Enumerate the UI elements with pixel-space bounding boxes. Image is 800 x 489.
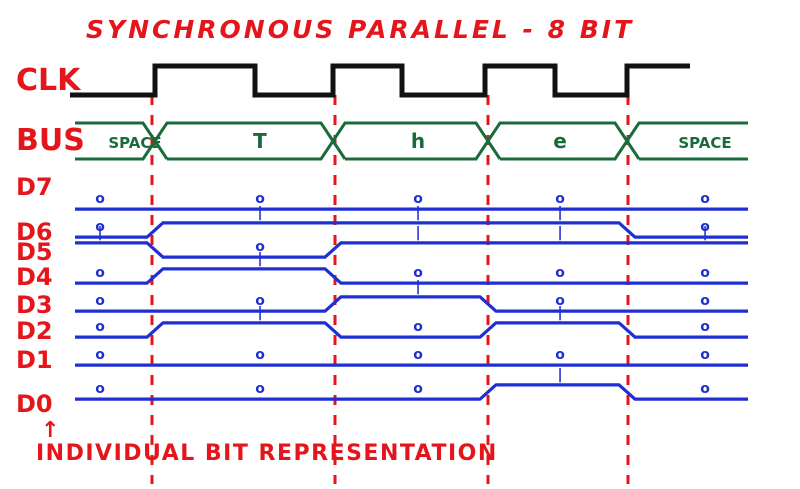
footer-arrow: ↑ xyxy=(41,418,59,443)
bus-label: BUS xyxy=(16,123,85,158)
bit-value-d4-4: o xyxy=(700,265,710,281)
bit-value-d1-2: o xyxy=(413,347,423,363)
bit-value-d4-3: o xyxy=(555,265,565,281)
bit-value-d7-3: o xyxy=(555,191,565,207)
bit-value-d2-1: | xyxy=(257,305,262,321)
bit-value-d1-3: o xyxy=(555,347,565,363)
bit-value-d3-1: o xyxy=(255,293,265,309)
bit-value-d0-3: | xyxy=(557,367,562,383)
bit-value-d4-0: o xyxy=(95,265,105,281)
clk-label: CLK xyxy=(16,63,82,98)
data-label-d6: D6 xyxy=(16,218,53,246)
bus-word-1: T xyxy=(253,129,267,153)
bit-value-d6-2: | xyxy=(415,205,420,221)
bit-value-d5-4: | xyxy=(702,225,707,241)
bit-value-d3-0: o xyxy=(95,293,105,309)
data-label-d7: D7 xyxy=(16,173,53,201)
bit-value-d3-3: o xyxy=(555,293,565,309)
bit-value-d1-1: o xyxy=(255,347,265,363)
bus-segment-0 xyxy=(75,121,157,161)
bit-value-d5-2: | xyxy=(415,225,420,241)
bus-word-2: h xyxy=(411,129,425,153)
waveform-d4 xyxy=(75,267,748,285)
clock-waveform xyxy=(70,63,690,98)
bit-value-d5-1: o xyxy=(255,239,265,255)
bit-value-d7-1: o xyxy=(255,191,265,207)
bit-value-d3-2: | xyxy=(415,279,420,295)
data-label-d1: D1 xyxy=(16,346,53,374)
waveform-d6 xyxy=(75,221,748,239)
data-label-d0: D0 xyxy=(16,390,53,418)
bit-value-d2-4: o xyxy=(700,319,710,335)
bit-value-d6-4: o xyxy=(700,219,710,235)
bus-word-0: SPACE xyxy=(108,134,161,152)
bit-value-d1-4: o xyxy=(700,347,710,363)
waveform-d2 xyxy=(75,321,748,339)
bit-value-d3-4: o xyxy=(700,293,710,309)
bit-value-d2-0: o xyxy=(95,319,105,335)
bit-value-d4-2: o xyxy=(413,265,423,281)
bus-segment-3 xyxy=(486,121,629,161)
bus-segment-4 xyxy=(625,121,748,161)
bit-value-d0-2: o xyxy=(413,381,423,397)
waveform-d3 xyxy=(75,295,748,313)
bit-value-d7-4: o xyxy=(700,191,710,207)
bit-value-d2-3: | xyxy=(557,305,562,321)
bit-value-d5-0: | xyxy=(97,225,102,241)
data-label-d5: D5 xyxy=(16,238,53,266)
bit-value-d5-3: | xyxy=(557,225,562,241)
clock-edge-guides xyxy=(150,95,630,484)
bit-value-d6-1: | xyxy=(257,205,262,221)
waveform-d0 xyxy=(75,383,748,401)
bit-value-d2-2: o xyxy=(413,319,423,335)
diagram-title: SYNCHRONOUS PARALLEL - 8 BIT xyxy=(86,15,634,44)
bit-value-d4-1: | xyxy=(257,251,262,267)
bit-value-d6-3: | xyxy=(557,205,562,221)
bit-value-d7-2: o xyxy=(413,191,423,207)
bus-segment-2 xyxy=(331,121,490,161)
bit-value-d1-0: o xyxy=(95,347,105,363)
bit-value-d7-0: o xyxy=(95,191,105,207)
bit-value-d6-0: o xyxy=(95,219,105,235)
data-label-d3: D3 xyxy=(16,291,53,319)
bit-value-d0-0: o xyxy=(95,381,105,397)
bus-segment-1 xyxy=(153,121,335,161)
waveform-d5 xyxy=(75,241,748,259)
data-label-d2: D2 xyxy=(16,317,53,345)
bit-value-d0-1: o xyxy=(255,381,265,397)
bit-value-d0-4: o xyxy=(700,381,710,397)
bus-word-3: e xyxy=(553,129,567,153)
footer-caption: INDIVIDUAL BIT REPRESENTATION xyxy=(36,441,498,466)
bus-word-4: SPACE xyxy=(678,134,731,152)
data-label-d4: D4 xyxy=(16,263,53,291)
